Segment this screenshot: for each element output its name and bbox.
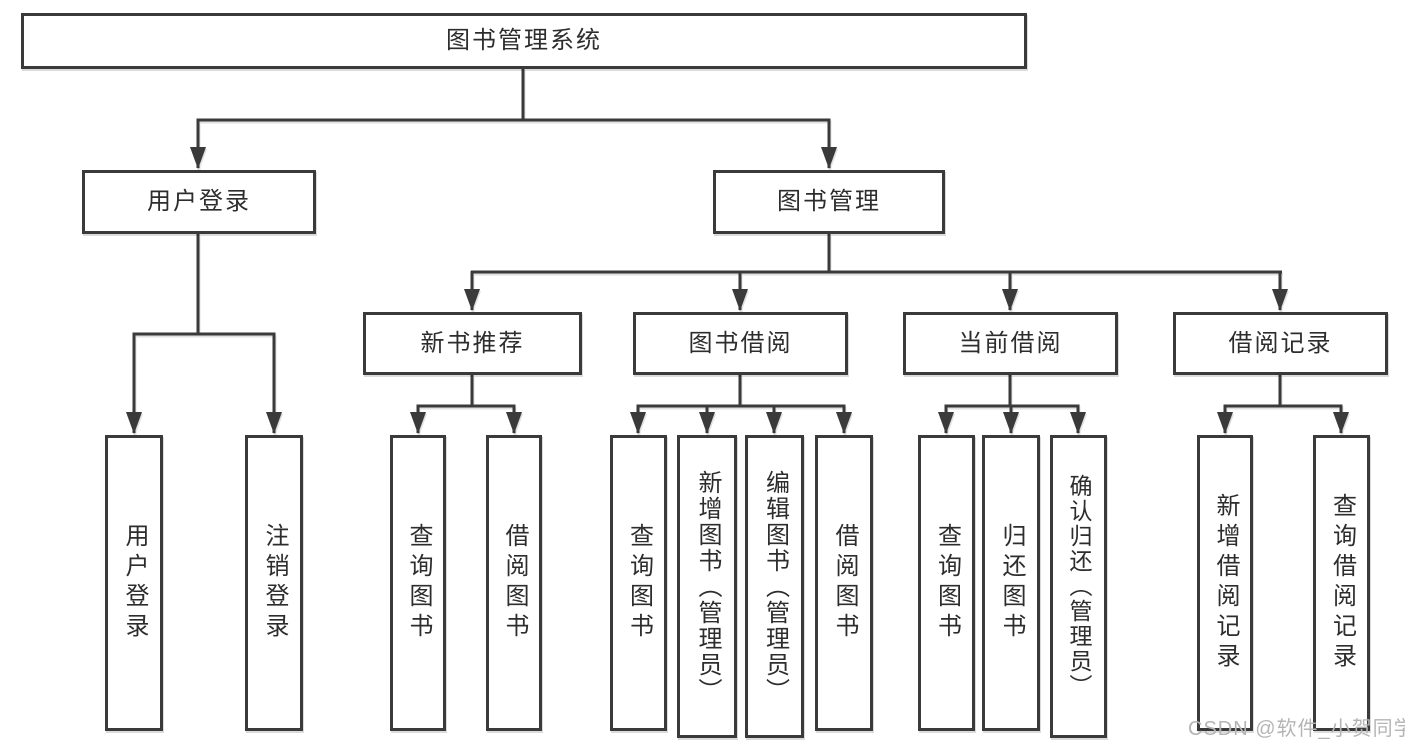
leaf-query-borrow-record: 查询借阅记录 <box>1313 435 1370 731</box>
watermark-text: CSDN @软件_小贺同学 <box>1188 718 1405 740</box>
leaf-return-books: 归还图书 <box>982 435 1040 731</box>
leaf-borrow-books-newbook: 借阅图书 <box>486 435 542 731</box>
leaf-borrow-books-borrow: 借阅图书 <box>815 435 873 731</box>
node-book-management: 图书管理 <box>713 170 945 234</box>
node-borrow-record: 借阅记录 <box>1173 312 1388 375</box>
leaf-add-borrow-record: 新增借阅记录 <box>1197 435 1253 731</box>
leaf-user-login: 用户登录 <box>105 435 163 731</box>
leaf-add-book-admin: 新增图书（管理员） <box>677 435 737 738</box>
node-library-system: 图书管理系统 <box>21 13 1027 69</box>
node-new-book-recommend: 新书推荐 <box>363 312 582 375</box>
leaf-logout: 注销登录 <box>245 435 303 731</box>
leaf-query-books-newbook: 查询图书 <box>390 435 446 731</box>
node-book-borrow: 图书借阅 <box>633 312 848 375</box>
node-current-borrow: 当前借阅 <box>903 312 1118 375</box>
leaf-query-books-borrow: 查询图书 <box>610 435 667 731</box>
leaf-query-books-current: 查询图书 <box>918 435 975 731</box>
leaf-confirm-return-admin: 确认归还（管理员） <box>1050 435 1107 738</box>
node-user-login: 用户登录 <box>82 170 316 234</box>
leaf-edit-book-admin: 编辑图书（管理员） <box>745 435 804 738</box>
